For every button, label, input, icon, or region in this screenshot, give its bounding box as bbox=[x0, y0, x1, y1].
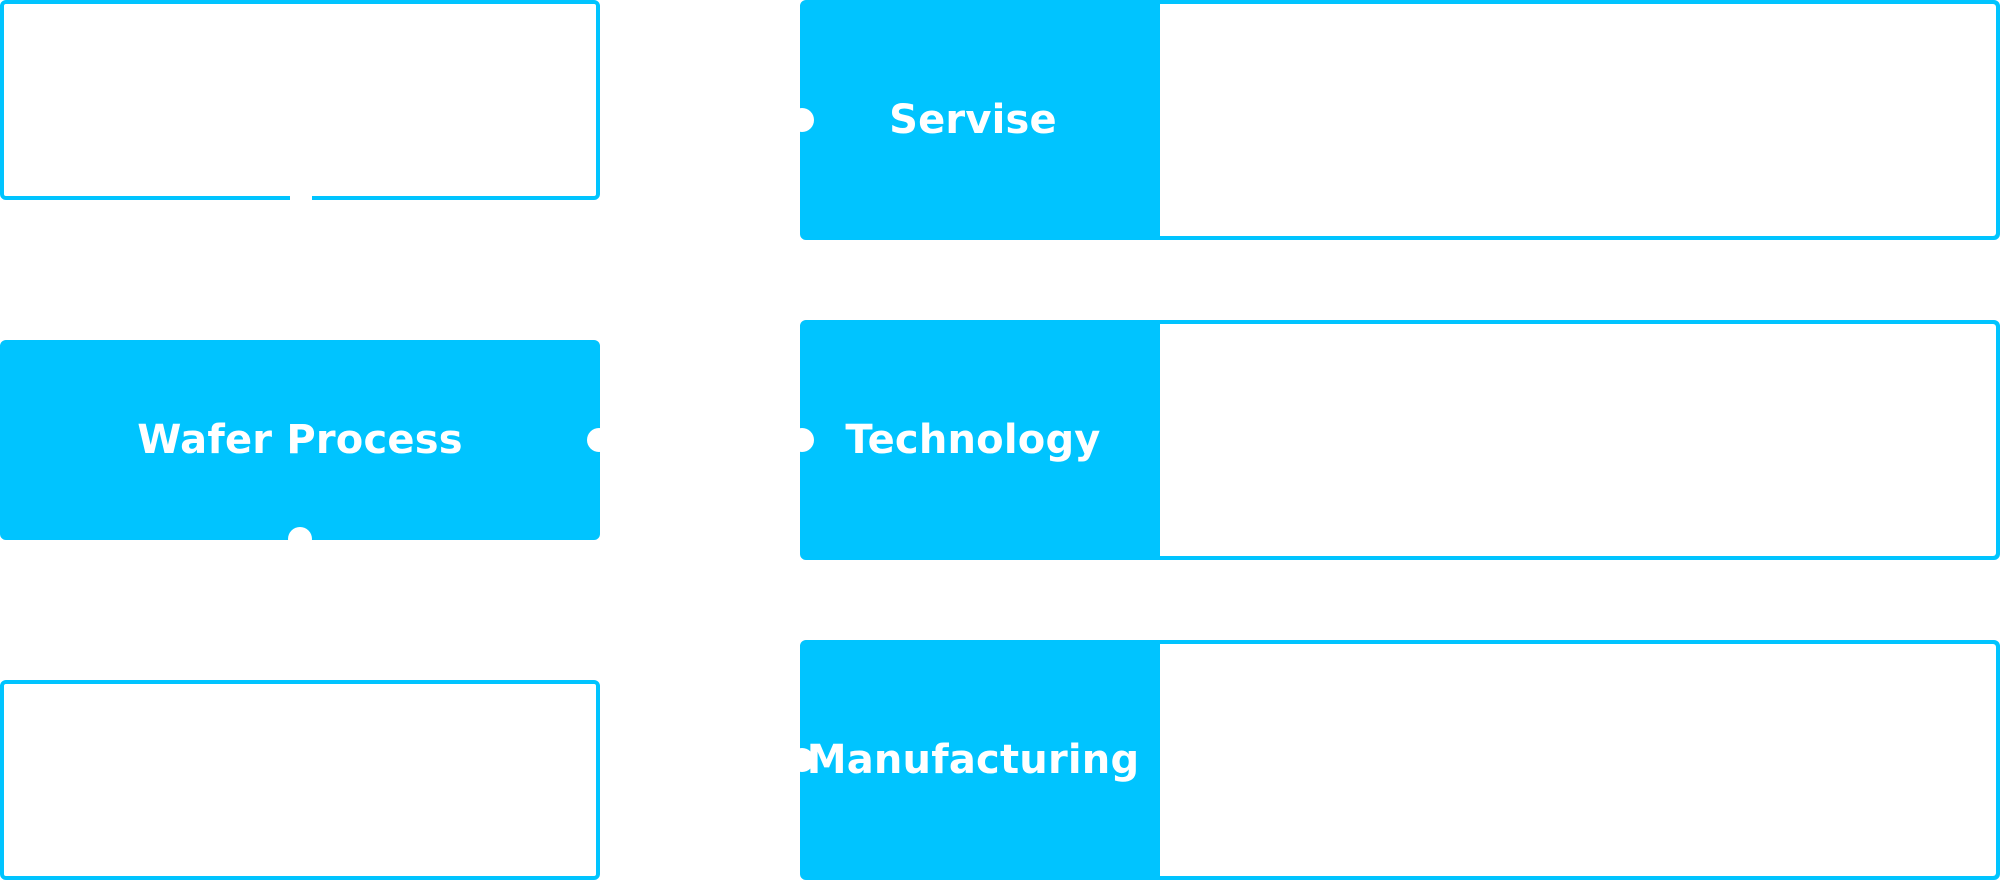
technology-label: Technology bbox=[845, 417, 1101, 463]
manufacturing-label: Manufacturing bbox=[806, 737, 1140, 783]
wafer-process-label: Wafer Process bbox=[137, 417, 463, 463]
technology-left-connector-dot bbox=[790, 428, 814, 452]
servise-label: Servise bbox=[889, 97, 1057, 143]
bottom-left-empty-box bbox=[0, 680, 600, 880]
servise-detail-panel bbox=[1160, 4, 1996, 236]
top-left-empty-box bbox=[0, 0, 600, 200]
wafer-process-right-connector-dot bbox=[587, 428, 611, 452]
top-left-box-bottom-gap bbox=[290, 194, 312, 202]
manufacturing-left-connector-dot bbox=[790, 748, 814, 772]
servise-left-connector-dot bbox=[790, 108, 814, 132]
wafer-process-bottom-connector-dot bbox=[288, 527, 312, 551]
technology-detail-panel bbox=[1160, 324, 1996, 556]
manufacturing-detail-panel bbox=[1160, 644, 1996, 876]
